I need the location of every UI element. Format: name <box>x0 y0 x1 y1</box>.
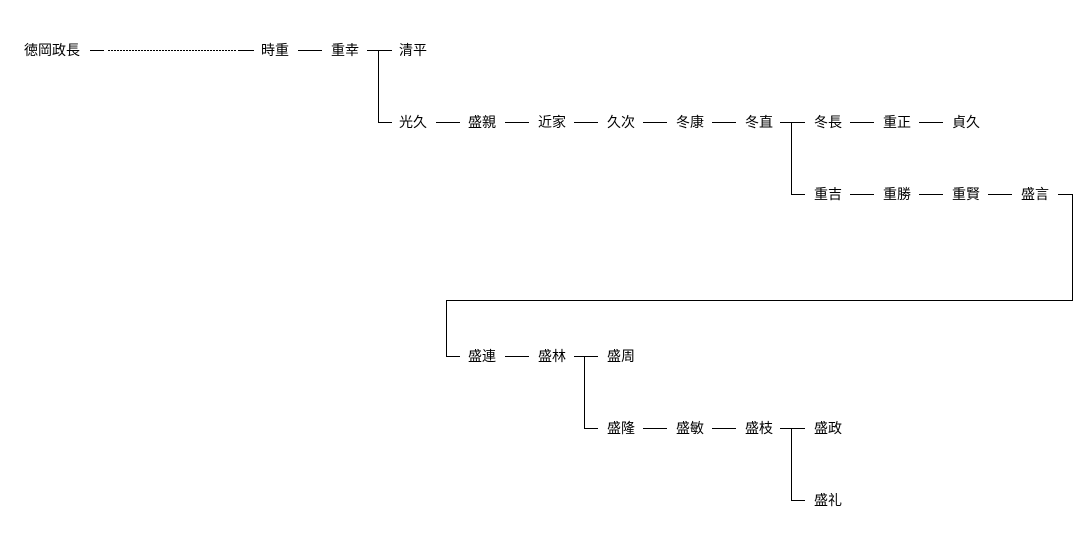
branch <box>791 428 805 501</box>
person-node: 冬長 <box>814 115 842 131</box>
person-node: 重正 <box>883 115 911 131</box>
person-node: 盛周 <box>607 349 635 365</box>
person-node: 盛政 <box>814 421 842 437</box>
person-node: 重賢 <box>952 187 980 203</box>
branch <box>584 356 598 429</box>
person-node: 貞久 <box>952 115 980 131</box>
person-node: 久次 <box>607 115 635 131</box>
person-node: 時重 <box>261 43 289 59</box>
person-node: 盛敏 <box>676 421 704 437</box>
person-node: 冬直 <box>745 115 773 131</box>
person-node: 徳岡政長 <box>24 43 80 59</box>
person-node: 盛言 <box>1021 187 1049 203</box>
person-node: 盛隆 <box>607 421 635 437</box>
person-node: 清平 <box>399 43 427 59</box>
person-node: 近家 <box>538 115 566 131</box>
person-node: 盛林 <box>538 349 566 365</box>
person-node: 重吉 <box>814 187 842 203</box>
branch <box>791 122 805 195</box>
person-node: 盛連 <box>468 349 496 365</box>
person-node: 重勝 <box>883 187 911 203</box>
person-node: 盛枝 <box>745 421 773 437</box>
wrap-connector <box>446 194 1073 357</box>
branch <box>378 50 392 123</box>
person-node: 重幸 <box>331 43 359 59</box>
person-node: 光久 <box>399 115 427 131</box>
person-node: 冬康 <box>676 115 704 131</box>
person-node: 盛親 <box>468 115 496 131</box>
person-node: 盛礼 <box>814 493 842 509</box>
